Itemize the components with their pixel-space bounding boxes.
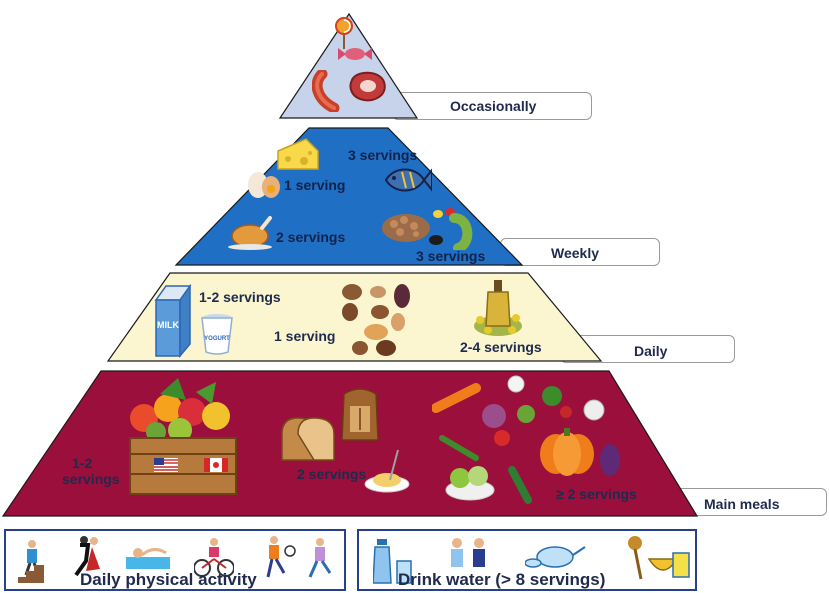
chicken-icon <box>228 216 272 250</box>
daily-serving-oil: 2-4 servings <box>460 339 542 355</box>
physical-activity-panel: Daily physical activity <box>4 529 346 591</box>
weekly-serving-eggs: 1 serving <box>284 177 346 193</box>
fish-icon <box>384 168 432 192</box>
weekly-serving-chicken: 2 servings <box>276 229 346 245</box>
vegetables-icon <box>432 375 620 504</box>
occasionally-tag: Occasionally <box>392 92 592 120</box>
drinking-people-icon <box>451 538 485 567</box>
runner-icon <box>308 538 332 578</box>
fruit-crate-icon <box>129 378 237 495</box>
main-serving-fruit-line2: servings <box>62 471 120 487</box>
pasta-icon <box>364 449 410 493</box>
daily-serving-nuts: 1 serving <box>274 328 336 344</box>
flour-icon <box>341 388 379 441</box>
main-meals-label: Main meals <box>704 496 780 512</box>
weekly-serving-fish: 3 servings <box>348 147 418 163</box>
weekly-serving-legumes: 3 servings <box>416 248 486 264</box>
yogurt-icon: YOGURT <box>201 314 233 355</box>
steak-icon <box>349 71 386 102</box>
sausage-icon <box>312 70 340 112</box>
olive-oil-icon <box>474 280 522 336</box>
occasionally-label: Occasionally <box>450 98 537 114</box>
dancers-icon <box>74 536 100 577</box>
water-bottle-icon <box>373 539 412 584</box>
daily-serving-milk: 1-2 servings <box>199 289 281 305</box>
swimmer-icon <box>126 548 170 569</box>
soup-icon <box>628 536 690 580</box>
person-stairs-icon <box>18 540 44 583</box>
egg-icon <box>248 172 280 198</box>
physical-activity-label: Daily physical activity <box>80 570 257 589</box>
lollipop-icon <box>335 17 353 49</box>
cyclist-icon <box>194 538 234 577</box>
daily-label: Daily <box>634 343 668 359</box>
milk-carton-icon: MILK <box>154 284 192 358</box>
pumpkin-icon <box>540 428 594 476</box>
main-serving-vegetables: ≥ 2 servings <box>556 486 637 502</box>
football-icon <box>266 536 296 578</box>
milk-text: MILK <box>157 320 179 330</box>
main-serving-grains: 2 servings <box>297 466 367 482</box>
candy-icon <box>338 48 372 60</box>
yogurt-text: YOGURT <box>204 336 230 342</box>
drink-water-panel: Drink water (> 8 servings) <box>357 529 697 591</box>
teapot-icon <box>525 546 586 568</box>
bread-icon <box>281 417 335 461</box>
beans-icon <box>382 208 473 250</box>
cheese-icon <box>277 138 319 170</box>
nuts-icon <box>342 284 410 356</box>
main-serving-fruit-line1: 1-2 <box>72 455 93 471</box>
weekly-label: Weekly <box>551 245 599 261</box>
drink-water-label: Drink water (> 8 servings) <box>398 570 606 589</box>
